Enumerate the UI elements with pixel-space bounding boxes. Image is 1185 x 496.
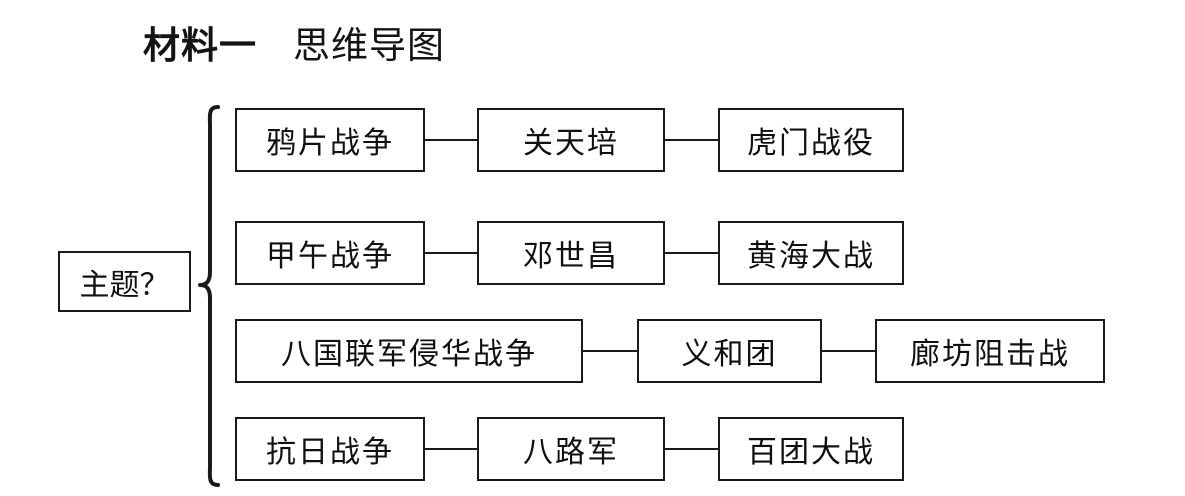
row-battle-node[interactable]: 百团大战: [718, 417, 904, 481]
mindmap-row: 抗日战争 八路军 百团大战: [235, 417, 904, 481]
connector-line: [665, 448, 718, 450]
page-title-main: 材料一: [143, 26, 257, 67]
row-figure-label: 八路军: [523, 436, 619, 469]
row-cause-node[interactable]: 抗日战争: [235, 417, 425, 481]
root-theme-label: 主题？: [79, 268, 170, 302]
row-battle-node[interactable]: 廊坊阻击战: [875, 319, 1105, 383]
row-figure-node[interactable]: 邓世昌: [477, 221, 665, 285]
row-battle-label: 虎门战役: [747, 127, 875, 160]
connector-line: [822, 350, 875, 352]
row-cause-node[interactable]: 甲午战争: [235, 221, 425, 285]
connector-line: [425, 448, 477, 450]
row-battle-label: 廊坊阻击战: [910, 338, 1070, 371]
page-title: 材料一思维导图: [143, 28, 445, 65]
row-battle-node[interactable]: 虎门战役: [718, 108, 904, 172]
mindmap-row: 八国联军侵华战争 义和团 廊坊阻击战: [235, 319, 1105, 383]
row-figure-node[interactable]: 关天培: [477, 108, 665, 172]
row-cause-label: 鸦片战争: [266, 127, 394, 160]
left-curly-brace-icon: [196, 104, 222, 488]
connector-line: [425, 252, 477, 254]
row-cause-label: 抗日战争: [266, 436, 394, 469]
root-theme-node[interactable]: 主题？: [58, 251, 191, 312]
mindmap-row: 甲午战争 邓世昌 黄海大战: [235, 221, 904, 285]
page-title-sub: 思维导图: [293, 26, 445, 67]
mindmap-row: 鸦片战争 关天培 虎门战役: [235, 108, 904, 172]
connector-line: [425, 139, 477, 141]
row-battle-label: 百团大战: [747, 436, 875, 469]
row-cause-node[interactable]: 鸦片战争: [235, 108, 425, 172]
row-figure-node[interactable]: 义和团: [637, 319, 822, 383]
connector-line: [665, 139, 718, 141]
row-figure-label: 邓世昌: [523, 240, 619, 273]
row-cause-node[interactable]: 八国联军侵华战争: [235, 319, 583, 383]
row-battle-node[interactable]: 黄海大战: [718, 221, 904, 285]
row-figure-label: 关天培: [523, 127, 619, 160]
row-cause-label: 甲午战争: [266, 240, 394, 273]
connector-line: [665, 252, 718, 254]
row-cause-label: 八国联军侵华战争: [281, 338, 537, 371]
row-figure-node[interactable]: 八路军: [477, 417, 665, 481]
row-battle-label: 黄海大战: [747, 240, 875, 273]
connector-line: [583, 350, 637, 352]
row-figure-label: 义和团: [681, 338, 778, 371]
